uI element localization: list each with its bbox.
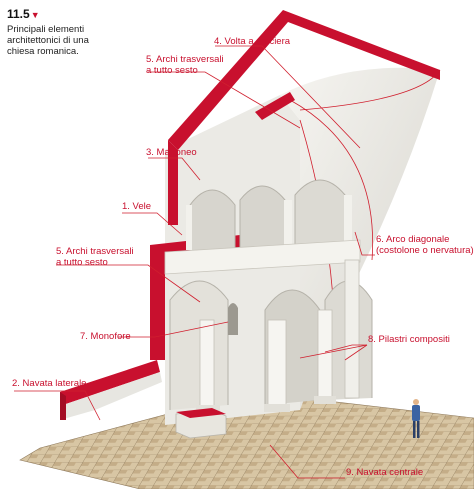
label-archi-trasversali-lower: 5. Archi trasversali a tutto sesto (56, 246, 134, 268)
label-navata-centrale: 9. Navata centrale (346, 467, 423, 478)
label-line: 5. Archi trasversali (56, 246, 134, 257)
label-archi-trasversali-upper: 5. Archi trasversali a tutto sesto (146, 54, 224, 76)
caption-line: chiesa romanica. (7, 46, 157, 57)
caption-line: Principali elementi (7, 24, 157, 35)
label-pilastri-compositi: 8. Pilastri compositi (368, 334, 450, 345)
label-arco-diagonale: 6. Arco diagonale (costolone o nervatura… (376, 234, 474, 256)
label-line: a tutto sesto (56, 257, 134, 268)
figure-header: 11.5▼ Principali elementi architettonici… (7, 5, 157, 57)
baptismal-font (176, 408, 226, 438)
label-navata-laterale: 2. Navata laterale (12, 378, 86, 389)
caption-line: architettonici di una (7, 35, 157, 46)
monofora-window (228, 303, 238, 335)
label-line: 6. Arco diagonale (376, 234, 474, 245)
figure-caption: Principali elementi architettonici di un… (7, 24, 157, 57)
label-line: a tutto sesto (146, 65, 224, 76)
figure-arrow-icon: ▼ (31, 10, 40, 20)
label-line: 5. Archi trasversali (146, 54, 224, 65)
label-volta-a-crociera: 4. Volta a crociera (214, 36, 290, 47)
label-vele: 1. Vele (122, 201, 151, 212)
label-monofore: 7. Monofore (80, 331, 131, 342)
matroneo-arcade (186, 180, 352, 250)
side-aisle-wall (60, 360, 162, 420)
figure-number: 11.5 (7, 7, 30, 21)
label-matroneo: 3. Matroneo (146, 147, 197, 158)
label-line: (costolone o nervatura) (376, 245, 474, 256)
